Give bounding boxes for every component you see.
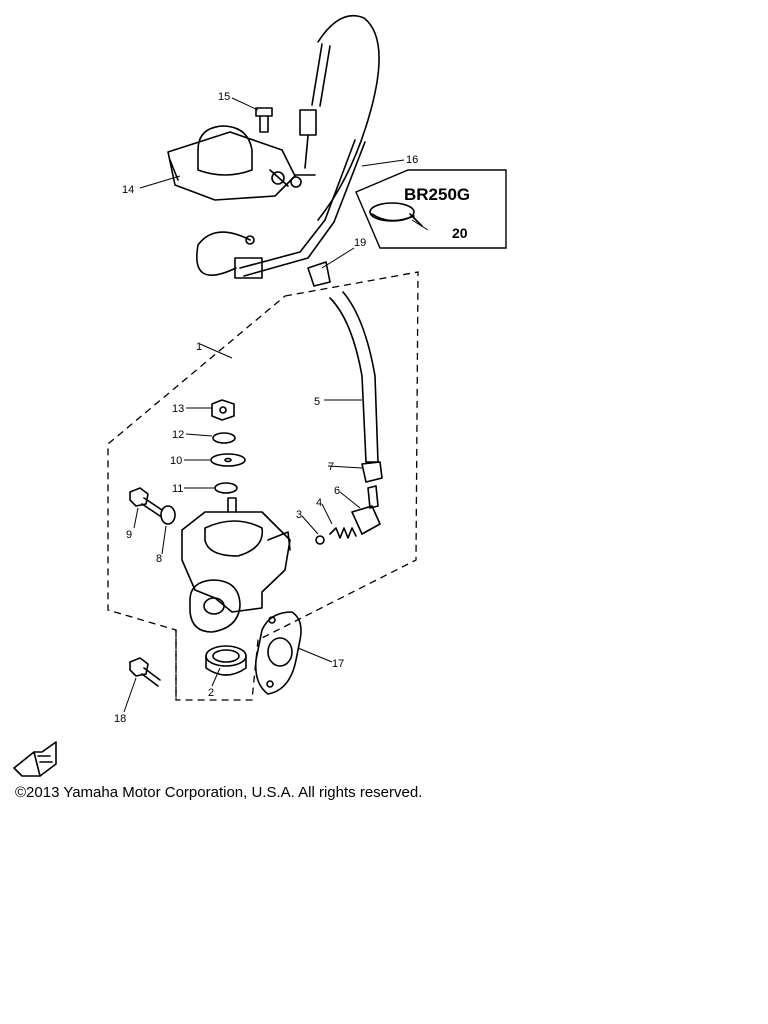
part-label-3: 3 <box>296 509 302 521</box>
assembly-dashed-outline <box>107 271 419 701</box>
part-label-12: 12 <box>172 429 184 441</box>
check-spring <box>329 527 357 539</box>
pump-cover <box>167 125 296 201</box>
nut <box>211 399 235 421</box>
part-label-4: 4 <box>316 497 322 509</box>
copyright-notice: ©2013 Yamaha Motor Corporation, U.S.A. A… <box>15 784 423 801</box>
part-label-8: 8 <box>156 553 162 565</box>
variant-part-label-20: 20 <box>452 225 468 241</box>
flat-washer <box>210 453 246 467</box>
oil-hose <box>329 291 379 463</box>
bolt-9 <box>129 487 163 517</box>
hose-clamp-7 <box>361 461 383 483</box>
washer-8 <box>160 505 176 525</box>
part-label-14: 14 <box>122 184 134 196</box>
part-label-6: 6 <box>334 485 340 497</box>
part-label-1: 1 <box>196 341 202 353</box>
part-label-10: 10 <box>170 455 182 467</box>
oil-pump-cable <box>196 14 380 279</box>
part-label-9: 9 <box>126 529 132 541</box>
bolt-18 <box>129 657 161 687</box>
cover-screw <box>255 107 273 133</box>
oil-pump-body <box>181 497 291 633</box>
spring-washer <box>212 432 236 444</box>
plain-washer <box>214 482 238 494</box>
part-label-15: 15 <box>218 91 230 103</box>
hose-clip <box>369 202 423 227</box>
part-label-11: 11 <box>172 483 183 495</box>
part-label-16: 16 <box>406 154 418 166</box>
parts-diagram: 15 14 16 19 1 5 13 12 10 11 7 6 4 3 9 8 … <box>13 14 507 777</box>
gasket <box>254 611 302 695</box>
part-label-2: 2 <box>208 687 214 699</box>
variant-model-label: BR250G <box>404 185 470 204</box>
variant-callout-box <box>355 169 507 249</box>
part-label-13: 13 <box>172 403 184 415</box>
part-label-18: 18 <box>114 713 126 725</box>
o-ring <box>205 645 247 676</box>
banjo-joint <box>351 485 381 535</box>
front-direction-arrow-icon <box>13 741 57 777</box>
part-label-19: 19 <box>354 237 366 249</box>
part-label-17: 17 <box>332 658 344 670</box>
part-label-5: 5 <box>314 396 320 408</box>
check-ball <box>315 535 325 545</box>
grommet <box>307 261 331 287</box>
part-label-7: 7 <box>328 461 334 473</box>
